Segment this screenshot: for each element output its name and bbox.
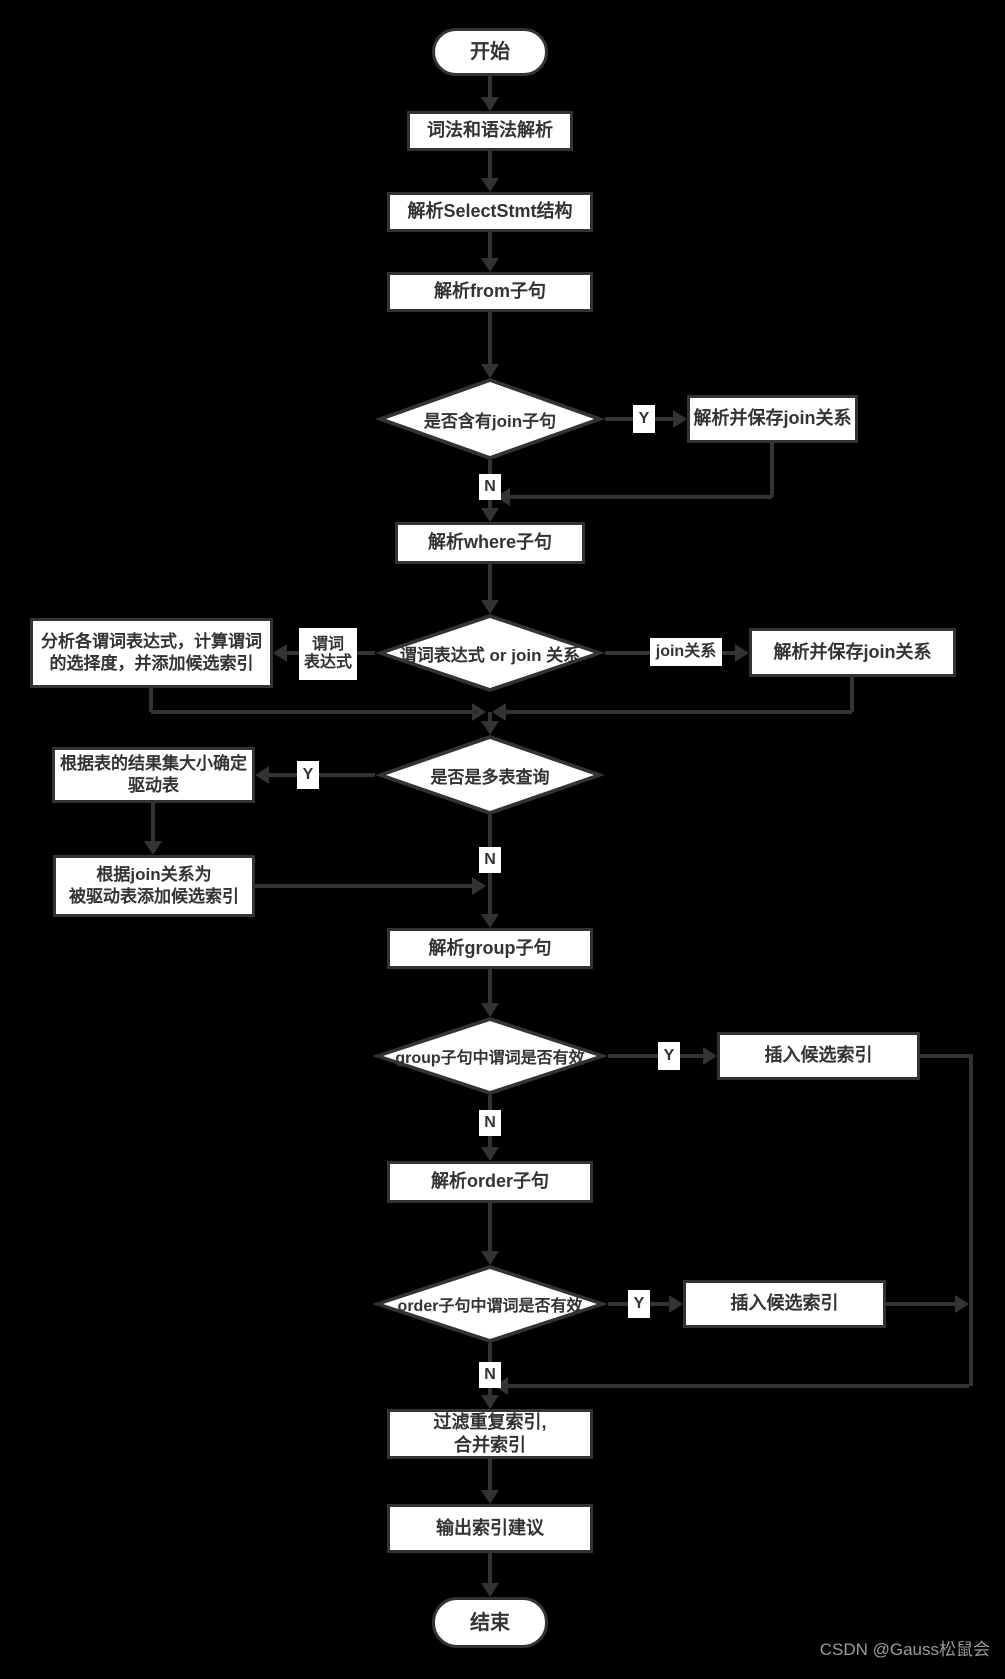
flowchart-node-analyze-predicates: 分析各谓词表达式，计算谓词 的选择度，并添加候选索引 [30,618,273,688]
edge-label-predicate-expression: 谓词 表达式 [299,628,357,680]
flowchart-decision-has-join: 是否含有join子句 [375,378,605,460]
arrowhead-left [255,766,269,784]
flowchart-decision-group-pred-valid: group子句中谓词是否有效 [372,1017,608,1095]
arrowhead-down [481,364,499,378]
flowchart-node-driven-table-candidate-index: 根据join关系为 被驱动表添加候选索引 [53,855,255,917]
edge-label-join-relation: join关系 [650,638,722,666]
edge-label-no: N [479,474,501,500]
edge-label-no: N [479,1110,501,1136]
connector [151,710,476,714]
connector [269,773,375,777]
decision-label: group子句中谓词是否有效 [395,1050,585,1067]
connector [770,443,774,497]
connector [488,312,492,366]
connector [920,1054,973,1058]
decision-label: order子句中谓词是否有效 [397,1298,583,1315]
connector [149,688,153,712]
arrowhead-right [472,703,486,721]
connector [488,712,492,725]
arrowhead-down [481,914,499,928]
flowchart-decision-order-pred-valid: order子句中谓词是否有效 [372,1265,608,1343]
connector [488,1203,492,1253]
arrowhead-down [481,721,499,735]
decision-label: 是否含有join子句 [423,411,557,431]
edge-label-no: N [479,847,501,873]
flowchart-node-parse-order-clause: 解析order子句 [387,1161,593,1203]
connector [850,677,854,712]
flowchart-node-parse-where-clause: 解析where子句 [395,522,585,564]
arrowhead-left [492,703,506,721]
flowchart-node-output-index-advice: 输出索引建议 [387,1504,593,1553]
connector [608,1054,705,1058]
flowchart-node-end: 结束 [432,1597,548,1648]
arrowhead-down [481,1003,499,1017]
connector [488,1459,492,1492]
flowchart-decision-multi-table: 是否是多表查询 [375,735,605,815]
edge-label-yes: Y [297,761,319,789]
flowchart-node-insert-candidate-index-1: 插入候选索引 [717,1032,920,1080]
connector [151,803,155,843]
edge-label-yes: Y [658,1042,680,1070]
watermark: CSDN @Gauss松鼠会 [819,1640,990,1659]
connector [488,76,492,99]
connector [506,1384,969,1388]
arrowhead-down [144,841,162,855]
connector [510,495,772,499]
flowchart-node-parse-from-clause: 解析from子句 [387,272,593,312]
arrowhead-down [481,1490,499,1504]
arrowhead-down [481,1251,499,1265]
arrowhead-down [481,1583,499,1597]
arrowhead-down [481,600,499,614]
flowchart-node-determine-driver-table: 根据表的结果集大小确定 驱动表 [52,747,255,803]
arrowhead-down [481,258,499,272]
edge-label-no: N [479,1362,501,1388]
connector [488,969,492,1005]
flowchart-node-save-join-relation-1: 解析并保存join关系 [687,395,858,443]
arrowhead-down [481,1147,499,1161]
arrowhead-down [481,1395,499,1409]
flowchart-node-lex-syntax-parse: 词法和语法解析 [407,111,573,151]
edge-label-yes: Y [628,1290,650,1318]
decision-label: 是否是多表查询 [430,767,550,787]
arrowhead-right [703,1047,717,1065]
connector [488,1553,492,1585]
edge-label-yes: Y [633,405,655,433]
flowchart-node-filter-merge-index: 过滤重复索引, 合并索引 [387,1409,593,1459]
arrowhead-right [669,1295,683,1313]
arrowhead-left [273,644,287,662]
connector [488,232,492,260]
arrowhead-right [955,1295,969,1313]
arrowhead-down [481,508,499,522]
connector [255,884,476,888]
arrowhead-down [481,97,499,111]
connector [488,151,492,180]
decision-label: 谓词表达式 or join 关系 [399,645,581,665]
connector [969,1054,973,1386]
arrowhead-right [472,877,486,895]
flowchart-node-insert-candidate-index-2: 插入候选索引 [683,1280,886,1328]
flowchart-node-save-join-relation-2: 解析并保存join关系 [749,628,956,677]
arrowhead-right [735,644,749,662]
connector [488,564,492,604]
arrowhead-right [673,410,687,428]
flowchart-decision-pred-or-join: 谓词表达式 or join 关系 [375,614,605,692]
flowchart-node-parse-select-stmt: 解析SelectStmt结构 [387,192,593,232]
connector [504,710,852,714]
flowchart-node-parse-group-clause: 解析group子句 [387,928,593,969]
flowchart-node-start: 开始 [432,28,548,76]
connector [886,1302,959,1306]
arrowhead-down [481,178,499,192]
